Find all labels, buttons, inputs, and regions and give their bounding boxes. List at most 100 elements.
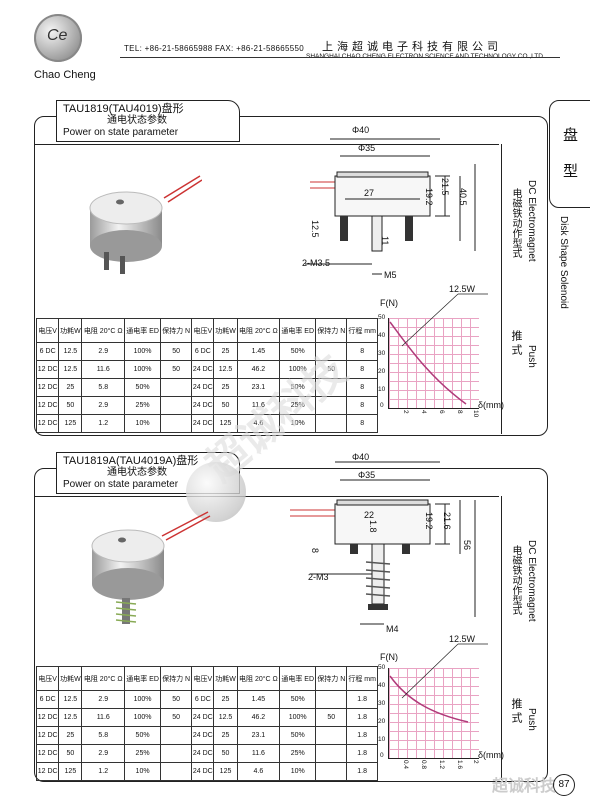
section1-subtitle-cn: 通电状态参数 <box>107 115 167 126</box>
contact-info: TEL: +86-21-58665988 FAX: +86-21-5866555… <box>124 44 304 53</box>
section2-dimension-drawing <box>290 461 476 625</box>
section2-ytick: 40 <box>378 682 386 689</box>
table-cell: 50 <box>160 708 193 727</box>
table-cell: 24 DC <box>191 708 215 727</box>
table-cell: 8 <box>346 396 378 415</box>
section1-dim-12-5: 12.5 <box>310 220 320 238</box>
table-cell: 24 DC <box>191 414 215 433</box>
table-cell: 1.45 <box>236 690 281 709</box>
table-cell: 8 <box>346 360 378 379</box>
table-header-cell: 功耗W <box>213 318 238 343</box>
table-header-cell: 通电率 ED <box>124 318 162 343</box>
table-cell: 50 <box>58 744 83 763</box>
table-cell <box>160 726 193 745</box>
table-cell: 50% <box>124 726 162 745</box>
table-header-cell: 通电率 ED <box>279 666 317 691</box>
header-divider <box>120 57 560 58</box>
table-cell <box>315 726 348 745</box>
table-cell: 6 DC <box>35 342 60 361</box>
section1-ytick: 30 <box>378 350 386 357</box>
section2-chart-xlabel: δ(mm) <box>478 750 504 760</box>
table-cell: 12.5 <box>58 708 83 727</box>
table-cell: 100% <box>124 708 162 727</box>
table-cell <box>160 396 193 415</box>
table-cell: 25% <box>124 744 162 763</box>
section2-side-label-en: DC Electromagnet <box>526 540 537 622</box>
table-cell: 4.6 <box>236 414 281 433</box>
table-cell: 12 DC <box>35 744 60 763</box>
section1-xtick: 10 <box>472 410 479 418</box>
section2-panel <box>34 468 548 782</box>
table-cell <box>315 762 348 781</box>
section1-ytick: 10 <box>378 386 386 393</box>
category-cn: 盘 型 <box>563 127 579 180</box>
table-cell: 12 DC <box>35 726 60 745</box>
table-header-cell: 电阻 20°C Ω <box>236 666 281 691</box>
table-cell: 24 DC <box>191 762 215 781</box>
table-cell: 11.6 <box>236 744 281 763</box>
section1-title: TAU1819(TAU4019)盘形 <box>63 103 184 115</box>
section1-side-label-box <box>501 144 547 434</box>
table-cell: 25 <box>213 690 238 709</box>
company-name-en: SHANGHAI CHAO CHENG ELECTRON SCIENCE AND… <box>306 53 545 60</box>
section2-spec-table: 电压V 功耗W 电阻 20°C Ω 通电率 ED 保持力 N 电压V 功耗W 电… <box>35 666 378 781</box>
section1-side-label-en: DC Electromagnet <box>526 180 537 262</box>
table-cell: 50% <box>279 690 317 709</box>
category-tab <box>549 100 590 208</box>
table-cell: 24 DC <box>191 744 215 763</box>
table-header-cell: 通电率 ED <box>279 318 317 343</box>
table-cell: 25 <box>213 726 238 745</box>
table-cell: 50 <box>160 690 193 709</box>
table-header-cell: 功耗W <box>58 318 83 343</box>
table-cell: 25 <box>58 726 83 745</box>
section1-chart-ylabel: F(N) <box>380 298 398 308</box>
table-header-cell: 保持力 N <box>315 318 348 343</box>
section1-ytick: 40 <box>378 332 386 339</box>
table-cell <box>160 762 193 781</box>
section1-force-chart <box>388 318 479 409</box>
table-cell: 6 DC <box>35 690 60 709</box>
section1-xtick: 2 <box>402 410 409 414</box>
section2-dim-8: 8 <box>310 548 320 554</box>
section2-ytick: 30 <box>378 700 386 707</box>
table-header-cell: 电阻 20°C Ω <box>81 318 126 343</box>
company-name-cn: 上海超诚电子科技有限公司 <box>322 41 502 53</box>
table-cell: 25 <box>213 342 238 361</box>
section2-ytick: 10 <box>378 736 386 743</box>
table-cell: 50 <box>315 360 348 379</box>
table-cell: 24 DC <box>191 378 215 397</box>
table-cell: 12.5 <box>58 360 83 379</box>
table-cell: 100% <box>124 360 162 379</box>
section1-dim-19-2: 19.2 <box>424 188 434 206</box>
section2-ytick: 20 <box>378 718 386 725</box>
table-cell: 50 <box>58 396 83 415</box>
section2-mode-en: Push <box>526 708 537 731</box>
section2-dim-22: 22 <box>364 510 375 520</box>
table-cell: 25% <box>279 744 317 763</box>
table-cell <box>160 414 193 433</box>
table-cell: 12.5 <box>58 342 83 361</box>
table-header-cell: 电阻 20°C Ω <box>236 318 281 343</box>
section2-xtick: 1.2 <box>438 760 445 770</box>
table-header-cell: 行程 mm <box>346 666 378 691</box>
section2-title: TAU1819A(TAU4019A)盘形 <box>63 455 199 467</box>
table-cell: 12 DC <box>35 396 60 415</box>
table-cell: 5.8 <box>81 726 126 745</box>
section2-mode-cn: 推 式 <box>510 698 522 724</box>
table-cell: 12 DC <box>35 414 60 433</box>
logo-text: Chao Cheng <box>34 69 96 81</box>
section1-dim-40-5: 40.5 <box>458 188 468 206</box>
table-cell: 25 <box>213 378 238 397</box>
section2-title-underline <box>34 496 499 497</box>
section1-subtitle-en: Power on state parameter <box>63 127 179 138</box>
table-cell <box>160 744 193 763</box>
section1-mode-en: Push <box>526 345 537 368</box>
section2-xtick: 0.8 <box>420 760 427 770</box>
table-header-cell: 保持力 N <box>160 666 193 691</box>
section2-subtitle-cn: 通电状态参数 <box>107 467 167 478</box>
section2-force-curve <box>389 643 488 723</box>
